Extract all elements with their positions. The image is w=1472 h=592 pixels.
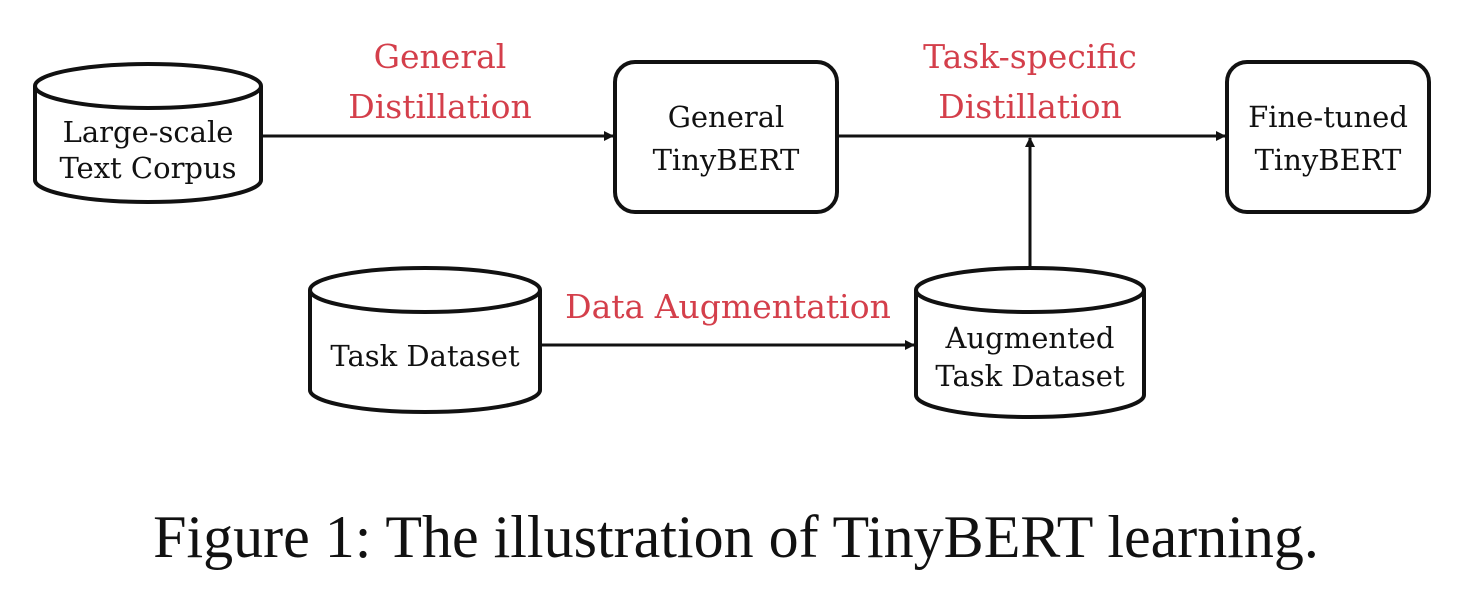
augmented-dataset-label-line1: Augmented xyxy=(945,321,1115,355)
augmented-dataset-cylinder: Augmented Task Dataset xyxy=(914,266,1146,419)
data-augmentation-label: Data Augmentation xyxy=(565,287,891,326)
augmented-dataset-label-line2: Task Dataset xyxy=(935,359,1125,393)
corpus-label-line1: Large-scale xyxy=(63,115,234,149)
general-tinybert-box: General TinyBERT xyxy=(613,60,839,214)
finetuned-tinybert-label-line2: TinyBERT xyxy=(1255,143,1402,177)
finetuned-tinybert-box: Fine-tuned TinyBERT xyxy=(1225,60,1431,214)
task-specific-distillation-label-line2: Distillation xyxy=(938,87,1121,126)
general-distillation-label-line2: Distillation xyxy=(348,87,531,126)
figure-caption: Figure 1: The illustration of TinyBERT l… xyxy=(153,504,1319,570)
corpus-label-line2: Text Corpus xyxy=(59,151,236,185)
general-distillation-label-line1: General xyxy=(374,37,507,76)
general-tinybert-label-line2: TinyBERT xyxy=(653,143,800,177)
corpus-cylinder: Large-scale Text Corpus xyxy=(33,62,263,204)
general-tinybert-label-line1: General xyxy=(668,100,785,134)
finetuned-tinybert-label-line1: Fine-tuned xyxy=(1248,100,1408,134)
task-dataset-cylinder: Task Dataset xyxy=(308,266,542,414)
task-specific-distillation-label-line1: Task-specific xyxy=(923,37,1137,76)
task-dataset-label: Task Dataset xyxy=(330,339,520,373)
